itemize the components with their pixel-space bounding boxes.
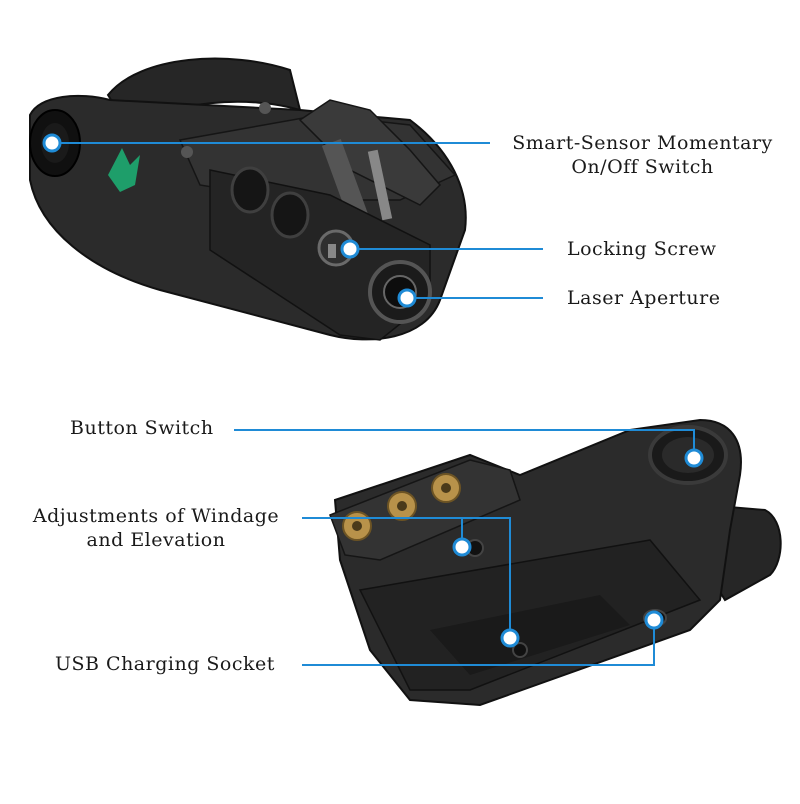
elevation-marker (500, 628, 520, 648)
smart-sensor-marker (42, 133, 62, 153)
laser-aperture-marker (397, 288, 417, 308)
windage-marker (452, 537, 472, 557)
label-button-switch: Button Switch (70, 417, 214, 439)
button-switch-marker (684, 448, 704, 468)
label-adjustments-line2: and Elevation (86, 529, 226, 551)
label-smart-sensor-line1: Smart-Sensor Momentary (512, 132, 773, 154)
leader-dots (42, 133, 704, 648)
label-smart-sensor-line2: On/Off Switch (571, 156, 714, 178)
label-usb-socket: USB Charging Socket (55, 653, 275, 675)
locking-screw-marker (340, 239, 360, 259)
laser-sight-underside-view-icon (329, 418, 782, 707)
usb-socket-marker (644, 610, 664, 630)
label-smart-sensor: Smart-Sensor Momentary On/Off Switch (500, 131, 785, 179)
label-adjustments: Adjustments of Windage and Elevation (20, 504, 292, 552)
label-laser-aperture: Laser Aperture (567, 287, 721, 309)
label-adjustments-line1: Adjustments of Windage (32, 505, 280, 527)
label-locking-screw: Locking Screw (567, 238, 717, 260)
wolf-logo-icon (108, 148, 140, 192)
